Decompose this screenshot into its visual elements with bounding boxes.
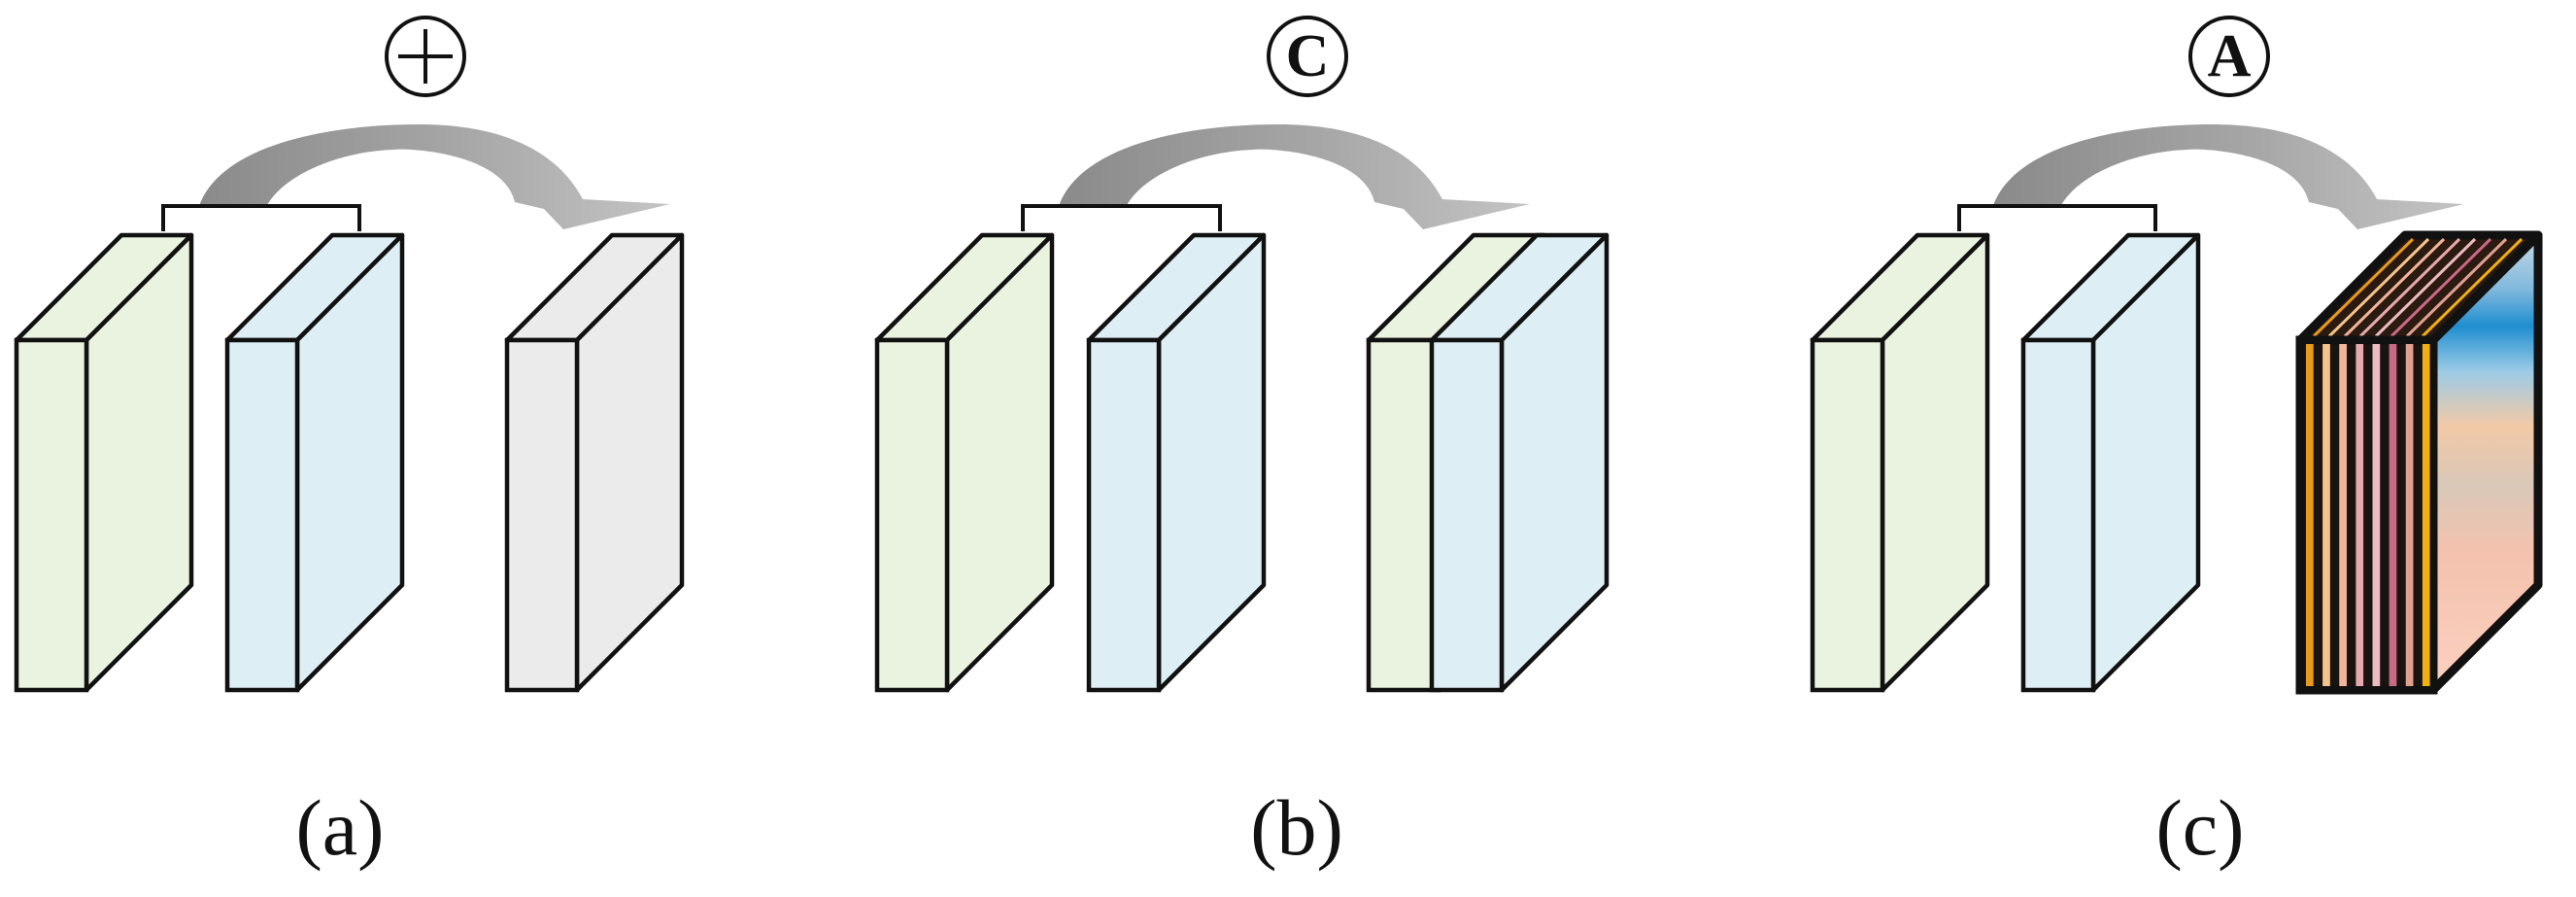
panel-b-blue-map-front bbox=[1086, 337, 1162, 693]
panel-a-blue-map-front bbox=[224, 337, 300, 693]
panel-c-output-map-channel-stripe bbox=[2322, 344, 2330, 686]
panel-c-output-map-top-stripe bbox=[2374, 237, 2477, 338]
panel-b-concat-blue bbox=[1429, 232, 1610, 693]
panel-a-caption: (a) bbox=[295, 783, 385, 872]
panel-c-arrow bbox=[1993, 124, 2464, 229]
panel-a-operator-icon bbox=[385, 16, 466, 97]
panel-a-green-map-front bbox=[14, 337, 89, 693]
panel-a-arrow bbox=[199, 124, 670, 229]
panel-c-operator-icon-ring bbox=[2188, 16, 2270, 97]
panel-c-output-map-top-stripe bbox=[2327, 237, 2430, 338]
panel-c-output-map-channel-stripe bbox=[2389, 344, 2397, 686]
panel-c-blue-map-front bbox=[2020, 337, 2096, 693]
panel-a-blue-map bbox=[224, 232, 405, 693]
panel-a-arrow-band bbox=[199, 124, 670, 229]
panel-c-output-map-channel-stripe bbox=[2356, 344, 2364, 686]
panel-c-output-map-top-stripe bbox=[2390, 237, 2492, 338]
panel-b-operator-icon: C bbox=[1267, 16, 1348, 97]
panel-c-output-map bbox=[2295, 230, 2543, 695]
panel-b-arrow bbox=[1059, 124, 1530, 229]
panel-b-bracket bbox=[1021, 204, 1222, 231]
panel-c-operator-icon: A bbox=[2188, 16, 2270, 97]
panel-b-operator-icon-letter: C bbox=[1286, 23, 1330, 89]
panel-b-arrow-band bbox=[1059, 124, 1530, 229]
panel-c-blue-map bbox=[2020, 232, 2201, 693]
panel-b-bracket-line bbox=[1021, 204, 1222, 231]
panel-c-output-map-top-stripe bbox=[2343, 237, 2446, 338]
panel-c-caption: (c) bbox=[2155, 783, 2245, 872]
panel-a-output-map bbox=[504, 232, 685, 693]
panel-b-blue-map bbox=[1086, 232, 1267, 693]
panel-c-output-map-top-stripe bbox=[2405, 237, 2508, 338]
panel-c-bracket bbox=[1957, 204, 2157, 231]
panel-c-operator-icon-letter: A bbox=[2208, 23, 2252, 89]
panel-b-operator-icon-ring bbox=[1267, 16, 1348, 97]
panel-c-output-map-channel-stripe bbox=[2422, 344, 2430, 686]
panel-b-caption: (b) bbox=[1250, 783, 1343, 872]
panel-a-green-map bbox=[14, 232, 194, 693]
panel-c-green-map-front bbox=[1810, 337, 1885, 693]
panel-b-green-map-front bbox=[874, 337, 950, 693]
panel-c-output-map-top-stripe bbox=[2358, 237, 2461, 338]
panel-c-output-map-channel-stripe bbox=[2372, 344, 2381, 686]
panel-c-output-map-top-stripe bbox=[2421, 237, 2524, 338]
panel-b-concat-green-front bbox=[1366, 337, 1441, 693]
panel-c-output-map-channel-stripe bbox=[2339, 344, 2347, 686]
panel-c-green-map bbox=[1810, 232, 1990, 693]
panel-c-bracket-line bbox=[1957, 204, 2157, 231]
panel-b-concat-blue-front bbox=[1429, 337, 1505, 693]
panel-c-arrow-band bbox=[1993, 124, 2464, 229]
panel-a-output-map-front bbox=[504, 337, 580, 693]
panel-c-output-map-channel-stripe bbox=[2405, 344, 2414, 686]
panel-c-output-map-channel-stripe bbox=[2306, 344, 2314, 686]
panel-c-output-map-top-stripe bbox=[2312, 237, 2415, 338]
panel-a-bracket bbox=[161, 204, 361, 231]
panel-a-bracket-line bbox=[161, 204, 361, 231]
panel-b-green-map bbox=[874, 232, 1055, 693]
